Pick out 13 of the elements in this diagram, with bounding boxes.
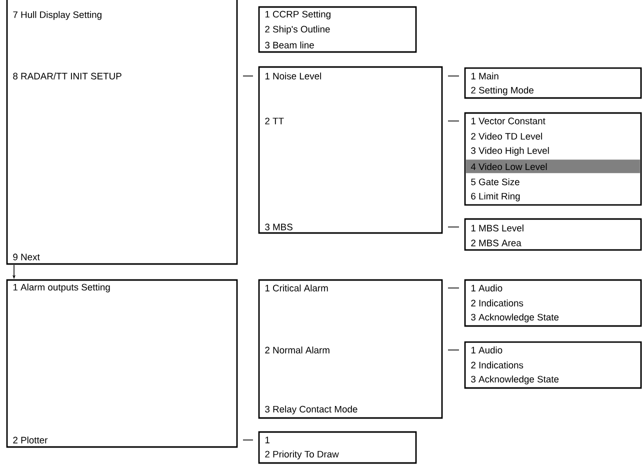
menu-box: 1 CCRP Setting 2 Ship's Outline 3 Beam line [258,6,417,53]
menu-box: 1 Audio 2 Indications 3 Acknowledge State [464,341,642,389]
menu-box: 1 Critical Alarm 2 Normal Alarm 3 Relay Contact Mode [258,279,443,419]
menu-box: 1 Vector Constant 2 Video TD Level 3 Video High Level 4 Video Low Level 5 Gate Size 6 Limit Ring [464,112,642,206]
menu-box: 1 MBS Level 2 MBS Area [464,218,642,251]
menu-box: 1 Audio 2 Indications 3 Acknowledge State [464,279,642,327]
menu-box: 1 2 Priority To Draw [258,431,417,464]
menu-box: 7 Hull Display Setting 8 RADAR/TT INIT SETUP 9 Next [6,0,238,265]
menu-box: 1 Noise Level 2 TT 3 MBS [258,66,443,234]
menu-box: 1 Main 2 Setting Mode [464,67,642,99]
menu-box: 1 Alarm outputs Setting 2 Plotter [6,279,238,448]
connector-line [448,120,460,122]
connector-line [448,226,460,228]
